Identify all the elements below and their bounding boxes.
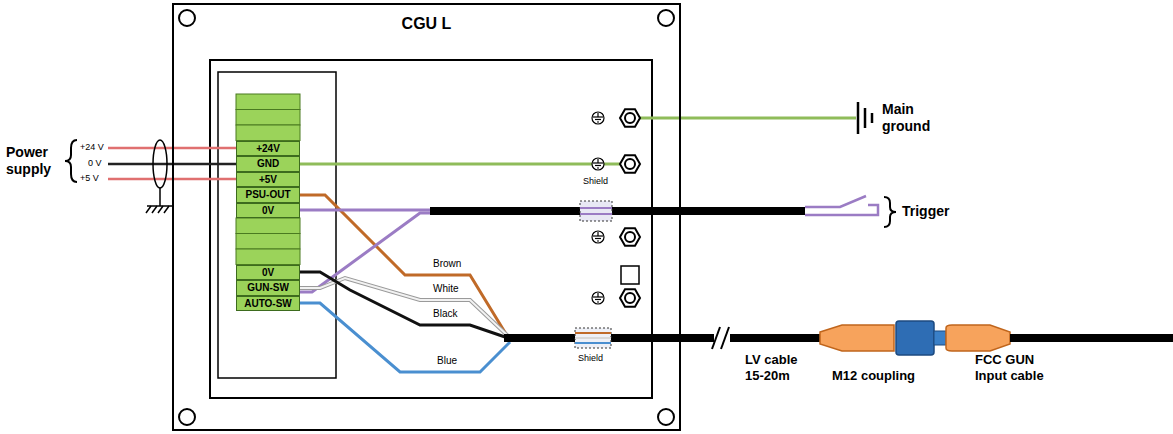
wire-color-label: Black bbox=[432, 308, 458, 320]
terminal-label: +5V bbox=[259, 173, 277, 186]
gland-wire bbox=[575, 332, 611, 334]
empty-terminal bbox=[236, 94, 300, 110]
terminal-label: +24V bbox=[256, 142, 280, 155]
empty-terminals bbox=[236, 94, 300, 265]
terminal-cell: GND bbox=[236, 156, 300, 172]
empty-terminal bbox=[236, 234, 300, 250]
mounting-hole bbox=[658, 409, 674, 425]
cable-gland bbox=[580, 201, 612, 221]
gland-wire bbox=[580, 213, 612, 215]
main-ground-label: Main ground bbox=[882, 101, 946, 135]
cable-label: FCC GUN Input cable bbox=[975, 352, 1059, 383]
cable-gland bbox=[575, 328, 611, 348]
terminal-label: 0V bbox=[262, 204, 274, 217]
terminal-cell: +5V bbox=[236, 172, 300, 188]
cable-label: LV cable 15-20m bbox=[745, 352, 813, 383]
gun-cable bbox=[1010, 334, 1173, 342]
terminal-label: GUN-SW bbox=[247, 281, 289, 294]
empty-terminal bbox=[236, 218, 300, 234]
main-ground-wire bbox=[640, 117, 856, 120]
trigger-label: Trigger bbox=[902, 203, 949, 220]
shield-label: Shield bbox=[578, 353, 603, 364]
power-supply-label: Power supply bbox=[6, 144, 64, 178]
mounting-hole bbox=[658, 10, 674, 26]
m12-plug bbox=[820, 325, 894, 351]
terminal-cell: 0V bbox=[236, 203, 300, 219]
signal-label: +24 V bbox=[80, 142, 104, 153]
terminal-label: GND bbox=[257, 157, 279, 170]
terminal-cell: AUTO-SW bbox=[236, 296, 300, 312]
gland-wire bbox=[580, 207, 612, 209]
coupling-label: M12 coupling bbox=[832, 368, 915, 384]
terminal-cell: PSU-OUT bbox=[236, 187, 300, 203]
trigger-switch bbox=[805, 196, 878, 215]
brace bbox=[884, 197, 896, 227]
terminal-cell: +24V bbox=[236, 141, 300, 157]
inner-panel bbox=[210, 60, 652, 398]
blue-wire bbox=[300, 303, 510, 372]
gland-wire bbox=[575, 337, 611, 339]
mounting-hole bbox=[179, 409, 195, 425]
unit-title: CGU L bbox=[174, 15, 679, 33]
cable-break bbox=[712, 327, 729, 349]
terminal-frame bbox=[218, 72, 336, 378]
cable-shield bbox=[153, 140, 167, 188]
m12-socket bbox=[946, 325, 1010, 351]
wire-color-label: Brown bbox=[432, 258, 462, 270]
gland-wire bbox=[575, 342, 611, 344]
terminal-label: PSU-OUT bbox=[246, 188, 291, 201]
mounting-hole bbox=[179, 10, 195, 26]
brace bbox=[65, 140, 77, 182]
trigger-cable bbox=[430, 207, 805, 215]
terminal-label: 0V bbox=[262, 266, 274, 279]
earth-symbol bbox=[858, 102, 872, 134]
cable-clamp bbox=[621, 266, 639, 284]
shield-ground bbox=[146, 188, 173, 213]
empty-terminal bbox=[236, 110, 300, 126]
lv-cable bbox=[730, 334, 822, 342]
purple-wire bbox=[300, 209, 432, 212]
m12-pin bbox=[934, 331, 946, 345]
terminal-cell: 0V bbox=[236, 265, 300, 281]
terminal-cell: GUN-SW bbox=[236, 280, 300, 296]
signal-label: 0 V bbox=[88, 158, 102, 169]
empty-terminal bbox=[236, 249, 300, 265]
m12-nut bbox=[896, 321, 934, 355]
housing-box: CGU L +24V GND +5V PSU-OUT 0V 0V GUN-SW AUTO-SW bbox=[172, 3, 681, 431]
gnd-wire bbox=[300, 163, 620, 166]
purple-wire bbox=[300, 213, 432, 292]
terminal-label: AUTO-SW bbox=[244, 297, 292, 310]
black-wire bbox=[300, 272, 508, 338]
shield-label: Shield bbox=[583, 176, 608, 187]
wire-color-label: Blue bbox=[436, 355, 458, 367]
empty-terminal bbox=[236, 125, 300, 141]
wire-color-label: White bbox=[432, 283, 460, 295]
signal-label: +5 V bbox=[80, 173, 99, 184]
